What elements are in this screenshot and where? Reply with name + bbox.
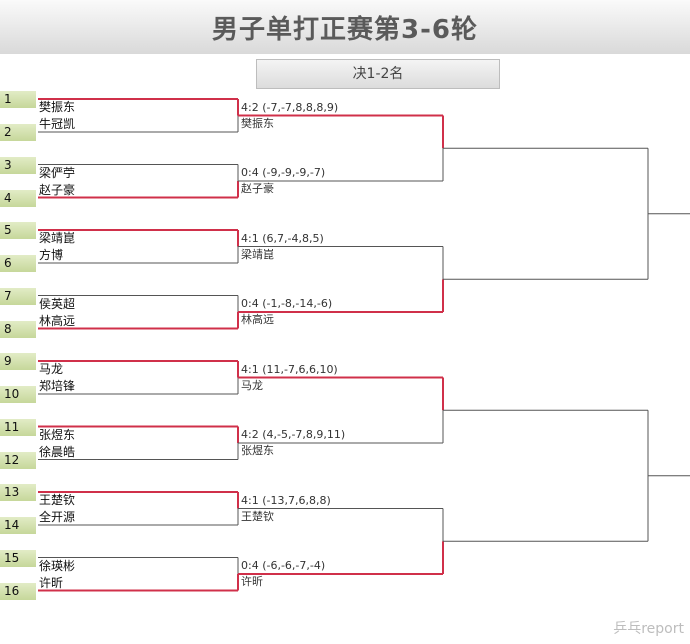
match-winner: 许昕 — [241, 575, 263, 588]
player-name: 许昕 — [39, 575, 64, 590]
seed-box: 4 — [0, 189, 36, 207]
match-winner: 林高远 — [241, 313, 274, 326]
seed-box: 12 — [0, 451, 36, 469]
watermark: 乒乓report — [613, 621, 684, 637]
seed-box: 2 — [0, 124, 36, 141]
stage-label: 决1-2名 — [256, 59, 500, 89]
seed-box: 16 — [0, 582, 36, 600]
match-score: 4:1 (6,7,-4,8,5) — [241, 231, 324, 245]
seed-box: 8 — [0, 320, 36, 338]
player-name: 方博 — [39, 248, 64, 262]
match-score: 0:4 (-9,-9,-9,-7) — [241, 166, 326, 179]
player-name: 王楚钦 — [39, 493, 76, 507]
seed-box: 1 — [0, 91, 36, 108]
player-name: 赵子豪 — [39, 182, 76, 197]
match-score: 0:4 (-1,-8,-14,-6) — [241, 297, 333, 310]
match-winner: 樊振东 — [241, 116, 274, 130]
seed-box: 15 — [0, 549, 36, 567]
match-score: 4:1 (-13,7,6,8,8) — [241, 493, 331, 507]
seed-box: 9 — [0, 353, 36, 370]
match-score: 4:2 (4,-5,-7,8,9,11) — [241, 428, 346, 441]
seed-box: 13 — [0, 484, 36, 501]
player-name: 牛冠凯 — [39, 117, 76, 131]
seed-box: 11 — [0, 418, 36, 436]
player-name: 徐瑛彬 — [39, 558, 76, 573]
player-name: 张煜东 — [39, 427, 76, 442]
player-name: 梁靖崑 — [39, 231, 76, 245]
page-title: 男子单打正赛第3-6轮 — [212, 15, 478, 45]
seed-box: 6 — [0, 255, 36, 272]
match-winner: 赵子豪 — [241, 182, 274, 195]
player-name: 梁俨苧 — [39, 165, 76, 180]
seed-box: 14 — [0, 517, 36, 534]
match-winner: 梁靖崑 — [241, 247, 274, 261]
player-name: 徐晨皓 — [39, 444, 76, 459]
seed-box: 10 — [0, 386, 36, 403]
seed-box: 5 — [0, 222, 36, 239]
match-score: 4:1 (11,-7,6,6,10) — [241, 362, 338, 376]
match-winner: 张煜东 — [241, 444, 274, 457]
match-winner: 王楚钦 — [241, 509, 274, 523]
match-score: 4:2 (-7,-7,8,8,8,9) — [241, 100, 339, 114]
title-banner: 男子单打正赛第3-6轮 — [0, 0, 690, 54]
player-name: 全开源 — [39, 510, 76, 524]
player-name: 林高远 — [39, 313, 76, 328]
player-name: 侯英超 — [39, 296, 76, 311]
seed-box: 7 — [0, 287, 36, 305]
player-name: 马龙 — [39, 362, 64, 376]
player-name: 郑培锋 — [39, 379, 76, 393]
match-winner: 马龙 — [241, 378, 263, 392]
match-score: 0:4 (-6,-6,-7,-4) — [241, 559, 326, 572]
player-name: 樊振东 — [39, 100, 76, 114]
seed-box: 3 — [0, 156, 36, 174]
